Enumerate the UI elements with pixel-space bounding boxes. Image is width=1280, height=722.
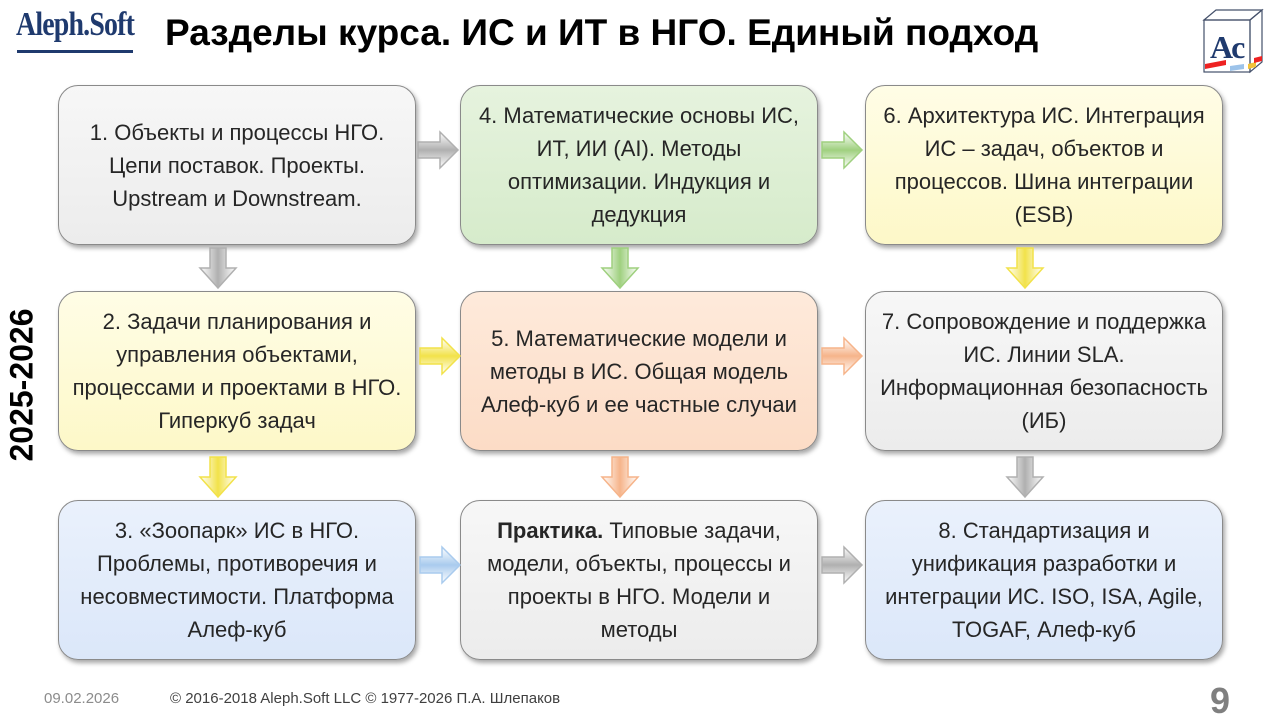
arrow-right-icon	[419, 545, 462, 585]
arrow-down-icon	[600, 456, 640, 499]
practice-rest: Типовые задачи, модели, объекты, процесс…	[487, 518, 791, 642]
section-7-box[interactable]: 7. Сопровождение и поддержка ИС. Линии S…	[865, 291, 1223, 451]
section-5-text: 5. Математические модели и методы в ИС. …	[481, 325, 797, 417]
arrow-right-icon	[417, 130, 460, 170]
section-8-text: 8. Стандартизация и унификация разработк…	[885, 518, 1203, 642]
arrow-right-icon	[419, 336, 462, 376]
page-title: Разделы курса. ИС и ИТ в НГО. Единый под…	[165, 12, 1039, 53]
arrow-right-icon	[821, 130, 864, 170]
section-6-text: 6. Архитектура ИС. Интеграция ИС – задач…	[883, 103, 1205, 227]
section-2-box[interactable]: 2. Задачи планирования и управления объе…	[58, 291, 416, 451]
cube-logo-letters: Ac	[1210, 29, 1245, 65]
section-3-text: 3. «Зоопарк» ИС в НГО. Проблемы, противо…	[80, 518, 394, 642]
practice-bold: Практика.	[497, 518, 604, 543]
footer-date: 09.02.2026	[44, 690, 120, 707]
section-4-box[interactable]: 4. Математические основы ИС, ИТ, ИИ (AI)…	[460, 85, 818, 245]
arrow-down-icon	[1005, 247, 1045, 290]
section-4-text: 4. Математические основы ИС, ИТ, ИИ (AI)…	[478, 103, 800, 227]
section-6-box[interactable]: 6. Архитектура ИС. Интеграция ИС – задач…	[865, 85, 1223, 245]
section-3-box[interactable]: 3. «Зоопарк» ИС в НГО. Проблемы, противо…	[58, 500, 416, 660]
section-2-text: 2. Задачи планирования и управления объе…	[72, 309, 402, 433]
arrow-down-icon	[600, 247, 640, 290]
page-number: 9	[1210, 680, 1231, 721]
section-1-text: 1. Объекты и процессы НГО. Цепи поставок…	[89, 119, 385, 211]
practice-box[interactable]: Практика. Типовые задачи, модели, объект…	[460, 500, 818, 660]
section-5-box[interactable]: 5. Математические модели и методы в ИС. …	[460, 291, 818, 451]
arrow-down-icon	[198, 456, 238, 499]
arrow-right-icon	[821, 336, 864, 376]
alephsoft-logo: Aleph.Soft	[16, 6, 135, 43]
arrow-down-icon	[1005, 456, 1045, 499]
arrow-down-icon	[198, 247, 238, 290]
aleph-cube-logo-icon: Ac	[1202, 8, 1264, 74]
section-8-box[interactable]: 8. Стандартизация и унификация разработк…	[865, 500, 1223, 660]
section-7-text: 7. Сопровождение и поддержка ИС. Линии S…	[880, 309, 1208, 433]
section-1-box[interactable]: 1. Объекты и процессы НГО. Цепи поставок…	[58, 85, 416, 245]
logo-underline	[17, 50, 133, 53]
year-label: 2025-2026	[3, 308, 40, 462]
practice-text: Практика. Типовые задачи, модели, объект…	[471, 514, 807, 646]
arrow-right-icon	[821, 545, 864, 585]
footer-copyright: © 2016-2018 Aleph.Soft LLC © 1977-2026 П…	[170, 690, 561, 707]
